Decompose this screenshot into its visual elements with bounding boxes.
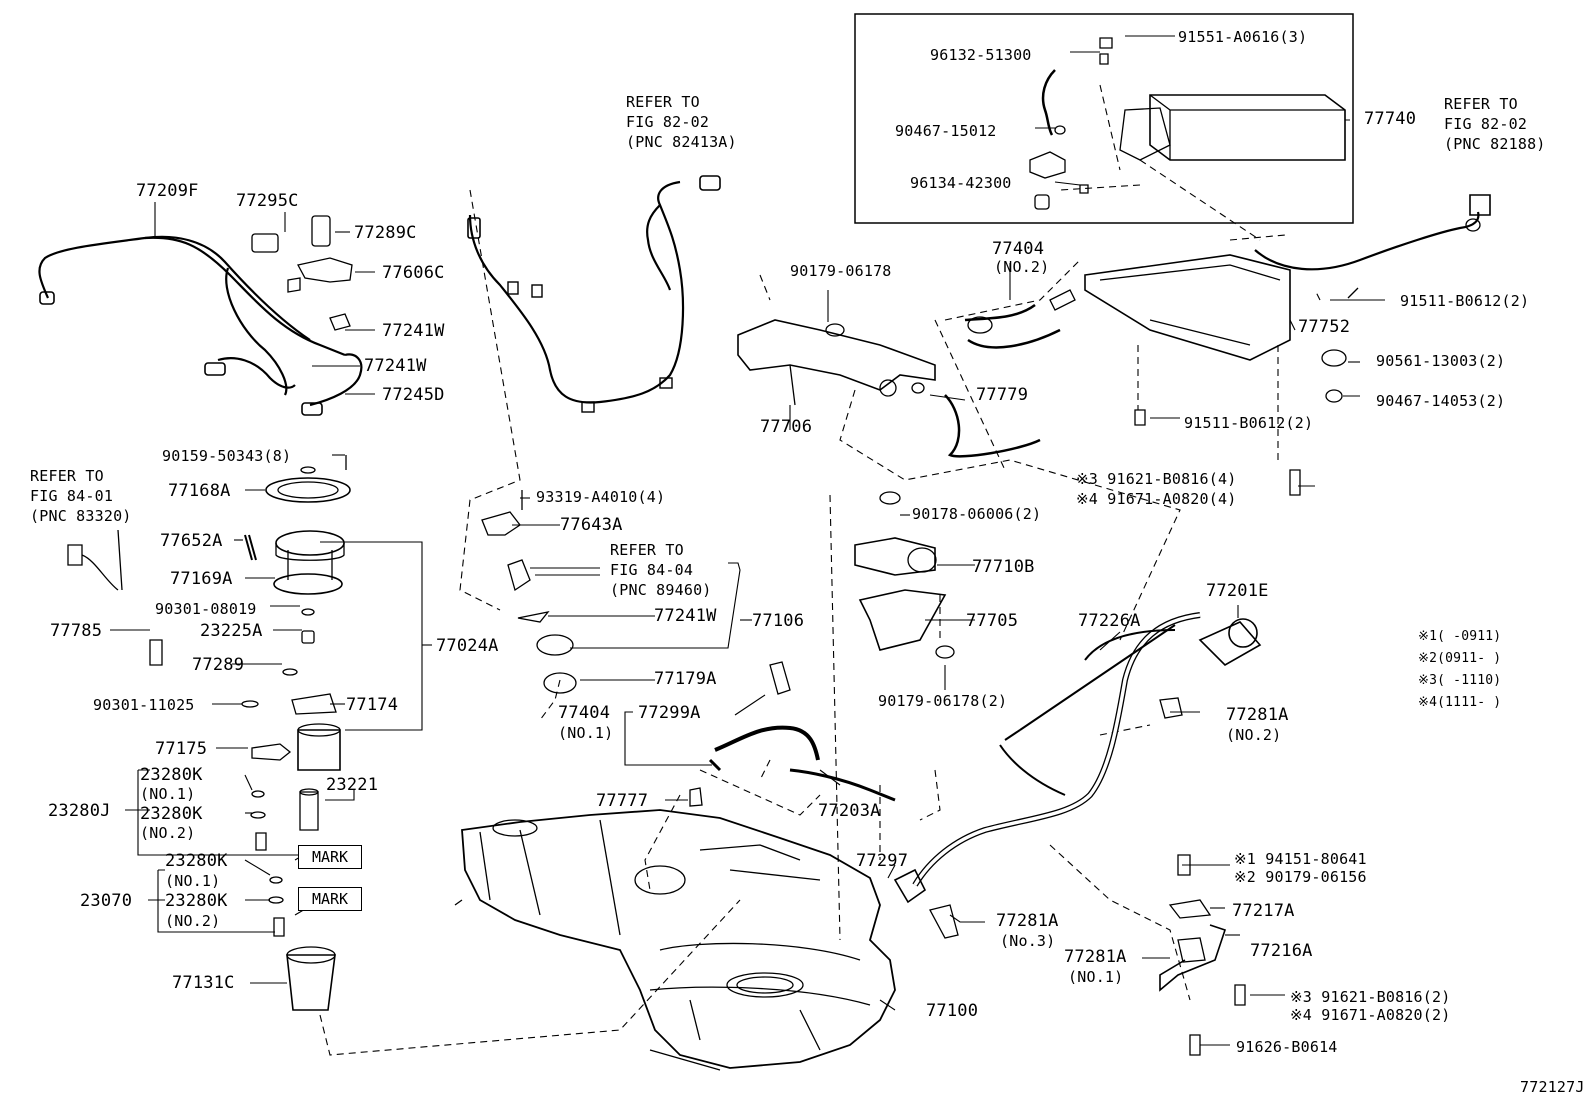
part-label-91551-A0616: 91551-A0616(3) [1178,28,1308,46]
sublabel-no1: (NO.1) [558,724,614,742]
date-note: ※2(0911- ) [1418,651,1502,666]
part-label-77785: 77785 [50,621,103,641]
part-label-77100: 77100 [926,1001,979,1021]
date-note: ※3( -1110) [1418,673,1502,688]
part-label-23280K: 23280K [140,765,203,785]
date-note: ※1( -0911) [1418,629,1502,644]
sublabel-no2: (NO.2) [1226,726,1282,744]
part-label-91671-A0820: ※4 91671-A0820(4) [1076,490,1237,508]
part-label-77281A: 77281A [1064,947,1127,967]
part-label-23280K: 23280K [165,851,228,871]
part-label-77168A: 77168A [168,481,231,501]
part-label-23225A: 23225A [200,621,263,641]
part-label-77299A: 77299A [638,703,701,723]
part-label-77606C: 77606C [382,263,445,283]
figure-id: 772127J [1520,1078,1585,1096]
part-label-77289: 77289 [192,655,245,675]
part-label-96132-51300: 96132-51300 [930,46,1032,64]
part-label-77281A: 77281A [996,911,1059,931]
part-label-77174: 77174 [346,695,399,715]
part-label-77131C: 77131C [172,973,235,993]
part-label-23280K: 23280K [140,804,203,824]
part-label-90561-13003: 90561-13003(2) [1376,352,1506,370]
part-label-77779: 77779 [976,385,1029,405]
part-label-90179-06178: 90179-06178 [790,262,892,280]
part-label-77710B: 77710B [972,557,1035,577]
part-label-77241W: 77241W [364,356,427,376]
part-label-77179A: 77179A [654,669,717,689]
part-label-23221: 23221 [326,775,379,795]
part-label-77203A: 77203A [818,801,881,821]
part-label-90159-50343: 90159-50343(8) [162,447,292,465]
part-label-91511-B0612: 91511-B0612(2) [1400,292,1530,310]
part-label-77175: 77175 [155,739,208,759]
part-label-77289C: 77289C [354,223,417,243]
refer-note-89460: REFER TO FIG 84-04 (PNC 89460) [610,541,712,599]
date-note: ※4(1111- ) [1418,695,1502,710]
part-label-77643A: 77643A [560,515,623,535]
part-label-90301-11025: 90301-11025 [93,696,195,714]
part-label-90467-15012: 90467-15012 [895,122,997,140]
sublabel-no3: (No.3) [1000,932,1056,950]
part-label-91511-B0612: 91511-B0612(2) [1184,414,1314,432]
part-label-96134-42300: 96134-42300 [910,174,1012,192]
sublabel-no2: (NO.2) [165,912,221,930]
part-label-77217A: 77217A [1232,901,1295,921]
part-label-23280K: 23280K [165,891,228,911]
part-label-23070: 23070 [80,891,133,911]
sublabel-no1: (NO.1) [140,785,196,803]
part-label-77706: 77706 [760,417,813,437]
part-label-77652A: 77652A [160,531,223,551]
sublabel-no2: (NO.2) [994,258,1050,276]
date-legend: ※1( -0911) ※2(0911- ) ※3( -1110) ※4(1111… [1418,626,1501,714]
part-label-23280J: 23280J [48,801,111,821]
part-label-91621-B0816: ※3 91621-B0816(4) [1076,470,1237,488]
part-label-91671-A0820: ※4 91671-A0820(2) [1290,1006,1451,1024]
part-label-90179-06156: ※2 90179-06156 [1234,868,1367,886]
sublabel-no1: (NO.1) [1068,968,1124,986]
mark-label-box: MARK [298,845,362,869]
refer-note-82413A: REFER TO FIG 82-02 (PNC 82413A) [626,93,737,151]
part-label-77169A: 77169A [170,569,233,589]
part-label-90301-08019: 90301-08019 [155,600,257,618]
part-label-77241W: 77241W [654,606,717,626]
part-label-77404: 77404 [992,239,1045,259]
part-label-91626-B0614: 91626-B0614 [1236,1038,1338,1056]
part-label-90179-06178: 90179-06178(2) [878,692,1008,710]
part-label-77024A: 77024A [436,636,499,656]
part-label-90467-14053: 90467-14053(2) [1376,392,1506,410]
part-label-77245D: 77245D [382,385,445,405]
sublabel-no1: (NO.1) [165,872,221,890]
part-label-77281A: 77281A [1226,705,1289,725]
part-label-77404: 77404 [558,703,611,723]
part-label-77740: 77740 [1364,109,1417,129]
sublabel-no2: (NO.2) [140,824,196,842]
part-label-77752: 77752 [1298,317,1351,337]
refer-note-82188: REFER TO FIG 82-02 (PNC 82188) [1444,95,1546,153]
part-label-77226A: 77226A [1078,611,1141,631]
mark-label-box: MARK [298,887,362,911]
part-label-77216A: 77216A [1250,941,1313,961]
refer-note-83320: REFER TO FIG 84-01 (PNC 83320) [30,467,132,525]
part-label-77295C: 77295C [236,191,299,211]
part-label-77777: 77777 [596,791,649,811]
part-label-77106: 77106 [752,611,805,631]
part-label-94151-80641: ※1 94151-80641 [1234,850,1367,868]
canister-detail-box [854,13,1354,224]
part-label-77201E: 77201E [1206,581,1269,601]
part-label-77241W: 77241W [382,321,445,341]
part-label-77209F: 77209F [136,181,199,201]
part-label-91621-B0816: ※3 91621-B0816(2) [1290,988,1451,1006]
part-label-90178-06006: 90178-06006(2) [912,505,1042,523]
part-label-77705: 77705 [966,611,1019,631]
part-label-93319-A4010: 93319-A4010(4) [536,488,666,506]
part-label-77297: 77297 [856,851,909,871]
